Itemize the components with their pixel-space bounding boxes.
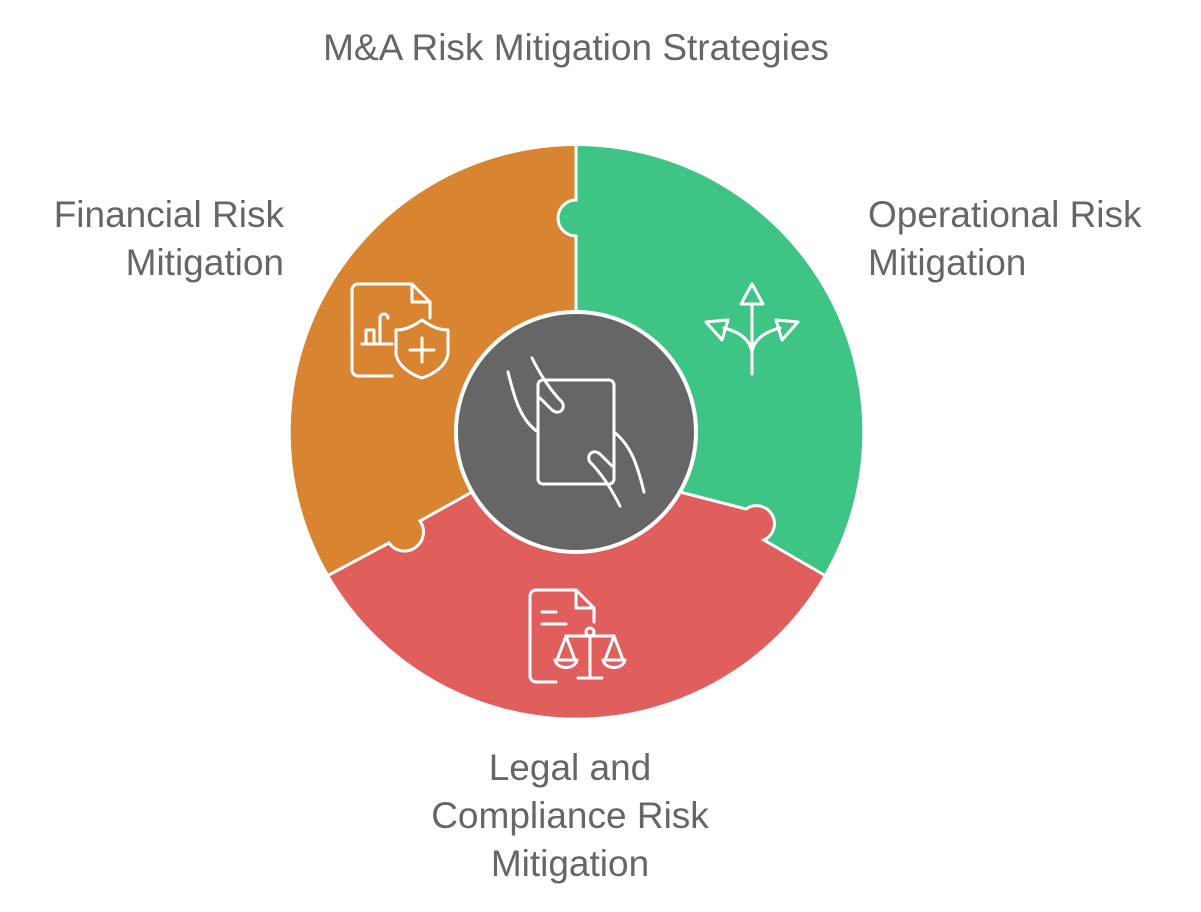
label-legal-line-1: Legal and: [488, 747, 652, 788]
diagram-title: M&A Risk Mitigation Strategies: [323, 27, 829, 68]
label-financial-line-1: Financial Risk: [53, 194, 284, 235]
branching-arrows-icon: [704, 282, 800, 376]
segment-financial[interactable]: [290, 146, 576, 575]
label-legal-line-3: Mitigation: [490, 843, 650, 884]
segment-operational[interactable]: [558, 145, 863, 575]
label-operational-line-2: Mitigation: [868, 242, 1027, 283]
label-legal-compliance-risk: Legal and Compliance Risk Mitigation: [380, 744, 760, 888]
label-financial-line-2: Mitigation: [125, 242, 284, 283]
financial-document-shield-icon: [350, 282, 450, 380]
label-operational-risk: Operational Risk Mitigation: [868, 191, 1188, 287]
label-legal-line-2: Compliance Risk: [431, 795, 709, 836]
segment-dividers: [326, 144, 827, 578]
hands-passing-document-icon: [506, 356, 646, 508]
label-financial-risk: Financial Risk Mitigation: [0, 191, 284, 287]
label-operational-line-1: Operational Risk: [868, 194, 1142, 235]
center-hub: [454, 310, 698, 554]
document-scales-icon: [528, 588, 627, 684]
